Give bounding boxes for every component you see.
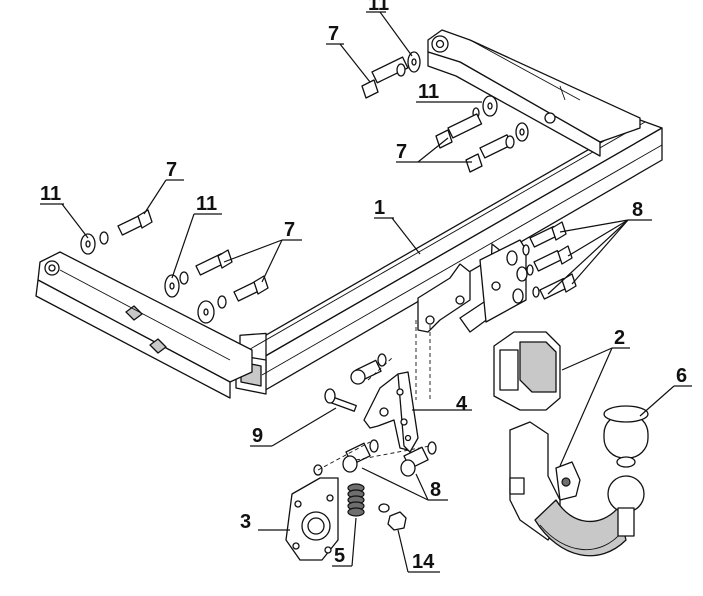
socket-bracket	[350, 353, 419, 453]
callout-5: 5	[334, 545, 345, 567]
main-crossbeam	[235, 119, 663, 395]
callout-2: 2	[614, 327, 625, 349]
callout-1: 1	[374, 197, 385, 219]
callout-14: 14	[412, 551, 435, 573]
callout-4: 4	[456, 393, 468, 415]
left-bracket-bolts	[80, 209, 269, 324]
long-bolt	[324, 388, 357, 412]
callout-11-left-mid: 11	[196, 193, 217, 215]
leader-lines	[40, 11, 692, 573]
callout-11-left: 11	[40, 183, 61, 205]
callout-9: 9	[252, 425, 263, 447]
nut-and-washer	[378, 503, 407, 531]
right-side-bracket	[427, 29, 641, 157]
callout-7-left-mid: 7	[284, 219, 295, 241]
left-side-bracket	[35, 251, 253, 399]
ball-cap	[603, 405, 649, 468]
callout-7-left: 7	[166, 159, 177, 181]
callout-3: 3	[240, 511, 251, 533]
callout-6: 6	[676, 365, 687, 387]
removable-ball-neck	[493, 331, 645, 557]
callout-8-bottom: 8	[430, 479, 441, 501]
callout-7-top: 7	[328, 23, 339, 45]
callout-11-mid: 11	[418, 81, 439, 103]
right-bracket-bolts	[361, 51, 529, 173]
lower-bolts	[313, 439, 437, 477]
center-bolts	[506, 221, 577, 304]
spring	[347, 483, 365, 517]
socket-plate	[285, 477, 339, 561]
callout-7-mid: 7	[396, 141, 407, 163]
callout-labels: 11 7 11 7 11 7 11 7 1 8 2 6 4 9 8 3 5 14	[40, 0, 687, 573]
callout-11-top: 11	[368, 0, 389, 15]
callout-8-top: 8	[632, 199, 643, 221]
